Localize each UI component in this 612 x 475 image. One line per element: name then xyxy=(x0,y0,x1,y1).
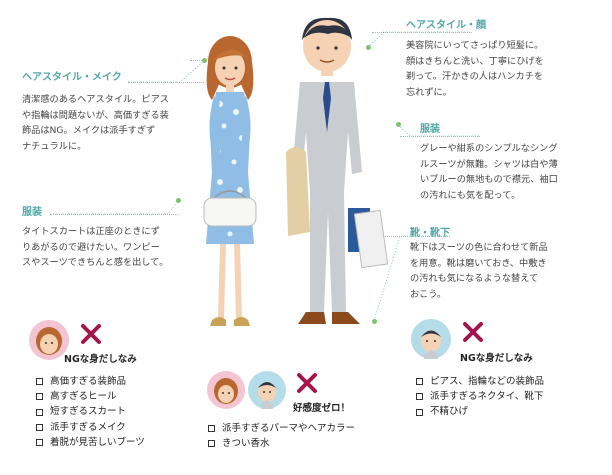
heading-hair-face: ヘアスタイル・顔 xyxy=(406,20,486,31)
shoes-socks-text: 靴下はスーツの色に合わせて新品 を用意。靴は磨いておき、中敷き の汚れも気になる… xyxy=(410,240,606,302)
leader-line xyxy=(128,82,204,83)
ng-list-men: ピアス、指輪などの装飾品 派手すぎるネクタイ、靴下 不精ひげ xyxy=(416,374,544,420)
ng-cross-icon xyxy=(463,322,483,342)
heading-clothes-men: 服装 xyxy=(420,124,440,135)
clothes-men-text: グレーや紺系のシンプルなシング ルスーツが無難。シャツは白や薄 いブルーの無地も… xyxy=(420,141,610,203)
hair-face-text: 美容院にいってさっぱり短髪に。 顔はきちんと洗い、丁寧にひげを 剃って。汗かきの… xyxy=(406,38,606,100)
man-illustration xyxy=(286,17,389,324)
text-line: 美容院にいってさっぱり短髪に。 xyxy=(406,40,544,51)
heading-shoes-socks: 靴・靴下 xyxy=(410,228,450,239)
text-line: グレーや紺系のシンプルなシング xyxy=(420,143,558,154)
leader-dot xyxy=(372,319,377,324)
man-avatar-icon xyxy=(411,319,451,359)
text-line: 清潔感のあるヘアスタイル。ピアス xyxy=(22,94,169,105)
list-item: 派手すぎるネクタイ、靴下 xyxy=(416,389,544,404)
ng-cross-icon xyxy=(81,324,101,344)
list-item: 高価すぎる装飾品 xyxy=(36,374,145,389)
text-line: スやスーツできちんと感を出して。 xyxy=(22,257,169,269)
list-item: 不精ひげ xyxy=(416,404,544,419)
checkbox-icon xyxy=(36,378,43,386)
heading-clothes-women: 服装 xyxy=(22,207,42,218)
man-avatar-icon xyxy=(248,371,286,409)
leader-line xyxy=(400,136,480,137)
checkbox-icon xyxy=(36,438,43,446)
checkbox-icon xyxy=(416,378,423,386)
ng-label-common: 好感度ゼロ！ xyxy=(293,403,351,414)
text-line: 剃って。汗かきの人はハンカチを xyxy=(406,71,544,83)
list-item: 短すぎるスカート xyxy=(36,404,145,419)
leader-dot xyxy=(366,45,371,50)
text-line: ナチュラルに。 xyxy=(22,140,87,152)
text-line: りあがるので避けたい。ワンピー xyxy=(22,241,160,253)
ng-list-common: 派手すぎるパーマやヘアカラー きつい香水 xyxy=(208,421,355,451)
checkbox-icon xyxy=(416,393,423,401)
text-line: 忘れずに。 xyxy=(406,86,452,98)
text-line: 飾品はNG。メイクは派手すぎず xyxy=(22,125,156,137)
checkbox-icon xyxy=(208,440,215,448)
text-line: の汚れも気になるような替えて xyxy=(410,273,539,285)
leader-dot xyxy=(396,122,401,127)
ng-label-men: NGな身だしなみ xyxy=(460,353,533,364)
text-line: の汚れにも気を配って。 xyxy=(420,189,521,201)
checkbox-icon xyxy=(36,408,43,416)
list-item: 派手すぎるパーマやヘアカラー xyxy=(208,421,355,436)
hair-makeup-text: 清潔感のあるヘアスタイル。ピアス や指輪は問題ないが、高価すぎる装 飾品はNG。… xyxy=(22,92,192,154)
woman-illustration xyxy=(203,36,257,326)
list-item: 派手すぎるメイク xyxy=(36,420,145,435)
checkbox-icon xyxy=(36,393,43,401)
text-line: ルスーツが無難。シャツは白や薄 xyxy=(420,158,558,170)
ng-list-women: 高価すぎる装飾品 高すぎるヒール 短すぎるスカート 派手すぎるメイク 着脱が見苦… xyxy=(36,374,145,450)
text-line: 顔はきちんと洗い、丁寧にひげを xyxy=(406,55,544,67)
clothes-women-text: タイトスカートは正座のときにず りあがるので避けたい。ワンピー スやスーツできち… xyxy=(22,224,192,271)
list-item: きつい香水 xyxy=(208,436,355,451)
text-line: を用意。靴は磨いておき、中敷き xyxy=(410,257,547,269)
heading-hair-makeup: ヘアスタイル・メイク xyxy=(22,72,122,83)
list-item: 高すぎるヒール xyxy=(36,389,145,404)
text-line: や指輪は問題ないが、高価すぎる装 xyxy=(22,109,169,121)
woman-avatar-icon xyxy=(207,371,245,409)
ng-label-women: NGな身だしなみ xyxy=(64,354,137,365)
text-line: タイトスカートは正座のときにず xyxy=(22,226,160,237)
checkbox-icon xyxy=(208,425,215,433)
list-item: 着脱が見苦しいブーツ xyxy=(36,435,145,450)
leader-line xyxy=(190,60,204,61)
list-item: ピアス、指輪などの装飾品 xyxy=(416,374,544,389)
woman-avatar-icon xyxy=(29,320,69,360)
checkbox-icon xyxy=(416,408,423,416)
checkbox-icon xyxy=(36,423,43,431)
leader-dot xyxy=(202,58,207,63)
text-line: 靴下はスーツの色に合わせて新品 xyxy=(410,242,548,253)
leader-dot xyxy=(176,198,181,203)
text-line: おこう。 xyxy=(410,288,447,300)
text-line: いブルーの無地もので襟元、袖口 xyxy=(420,174,558,186)
leader-line xyxy=(372,32,472,33)
ng-cross-icon xyxy=(297,373,317,393)
